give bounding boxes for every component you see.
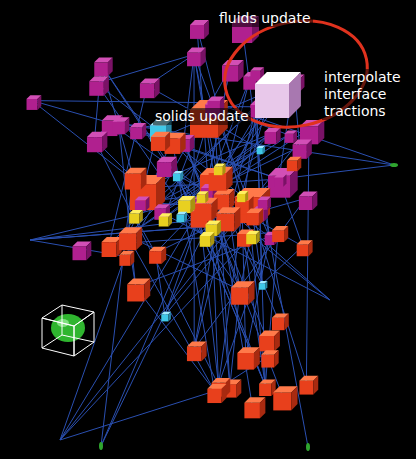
dependency-line (177, 175, 265, 386)
task-cube (285, 130, 297, 142)
dependency-line (109, 86, 147, 245)
task-cube (72, 241, 91, 260)
task-cube (94, 58, 112, 76)
dependency-line (140, 202, 330, 300)
dependency-line (128, 149, 260, 236)
dependency-line (165, 162, 292, 315)
task-cube (268, 168, 298, 198)
dependency-line (101, 176, 133, 446)
task-cube (264, 128, 280, 144)
task-cube (178, 196, 195, 213)
dependency-line (263, 201, 308, 447)
dependency-line (32, 101, 172, 141)
task-cube (259, 379, 276, 396)
task-cube (207, 384, 226, 403)
task-cube (261, 350, 278, 367)
task-cube (255, 72, 301, 118)
task-cube (274, 174, 286, 186)
task-cube (259, 281, 268, 290)
task-cube (125, 168, 147, 190)
dependency-line (60, 256, 125, 440)
task-cube (135, 196, 150, 211)
dependency-line (101, 64, 211, 226)
task-cube (159, 213, 172, 226)
task-cube (214, 164, 226, 176)
dependency-line (128, 89, 272, 236)
task-cube (112, 117, 129, 134)
task-cube (258, 197, 271, 210)
axis-gizmo (42, 305, 94, 356)
task-cube (257, 146, 265, 154)
end-markers (99, 163, 398, 451)
task-cube (127, 278, 150, 301)
dependency-line (60, 236, 251, 440)
task-cube (190, 20, 209, 39)
task-cube (287, 157, 301, 171)
task-cube (173, 171, 183, 181)
dependency-line (198, 129, 309, 201)
task-cube (299, 376, 318, 395)
task-cube (129, 210, 143, 224)
annotation-label: fluids update (217, 10, 313, 27)
dependency-line (184, 141, 283, 395)
task-cube (237, 347, 259, 369)
task-cube (140, 78, 160, 98)
dependency-line (262, 246, 303, 284)
task-cube (187, 48, 206, 67)
task-cube (197, 191, 209, 203)
task-cube (161, 312, 171, 322)
annotation-label: solids update (153, 108, 251, 125)
task-cube (246, 209, 263, 226)
dependency-line (60, 129, 309, 440)
dependency-line (251, 236, 330, 300)
task-cube (130, 123, 146, 139)
task-cube (176, 212, 187, 223)
task-cube (27, 95, 42, 110)
task-cube (187, 341, 207, 361)
task-cube (299, 191, 318, 210)
dependency-line (95, 139, 219, 385)
task-cube (272, 226, 288, 242)
task-cube (293, 140, 312, 159)
dependency-line (184, 141, 267, 338)
dependency-line (177, 175, 265, 386)
dependency-line (155, 201, 262, 253)
task-cube (151, 132, 170, 151)
task-cube (87, 132, 107, 152)
task-cube (246, 231, 260, 245)
task-cube (244, 397, 265, 418)
dependency-line (194, 198, 306, 348)
task-cube (209, 167, 233, 191)
dependency-line (60, 89, 272, 440)
task-cube (102, 237, 122, 257)
task-cube (259, 331, 280, 352)
task-cube (231, 281, 254, 304)
task-cube (89, 76, 109, 96)
dependency-line (101, 207, 203, 447)
task-cube (273, 386, 297, 410)
task-cube (200, 232, 215, 247)
task-cube (297, 240, 313, 256)
task-cube (119, 227, 142, 250)
dependency-line (101, 197, 222, 446)
dependency-line (32, 101, 214, 103)
task-cube (149, 247, 166, 264)
task-cube (272, 313, 289, 330)
task-cube (119, 251, 134, 266)
task-cube (237, 191, 248, 202)
annotation-label: interpolate interface tractions (322, 69, 412, 120)
